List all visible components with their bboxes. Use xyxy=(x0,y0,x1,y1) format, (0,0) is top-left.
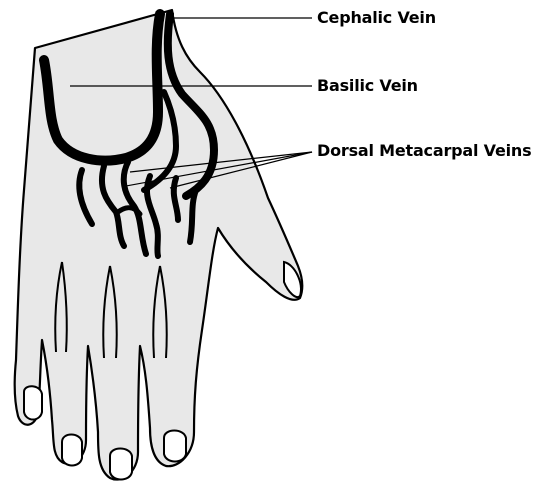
fingernail-index xyxy=(164,431,186,462)
basilic-vein-label: Basilic Vein xyxy=(317,76,418,95)
fingernail-little xyxy=(24,386,42,419)
fingernail-middle xyxy=(110,449,132,480)
fingernail-ring xyxy=(62,435,82,466)
dorsal-metacarpal-veins-label: Dorsal Metacarpal Veins xyxy=(317,141,531,160)
cephalic-vein-label: Cephalic Vein xyxy=(317,8,436,27)
